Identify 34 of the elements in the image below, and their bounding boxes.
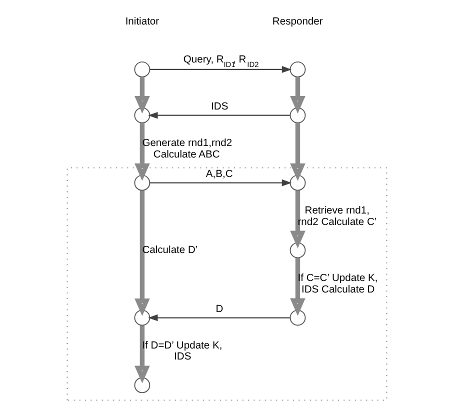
node-circle xyxy=(289,107,306,124)
edge-label: D xyxy=(215,304,223,315)
node-circle xyxy=(289,310,306,326)
label: Responder xyxy=(272,16,322,28)
arrow xyxy=(290,77,305,114)
node-circle xyxy=(289,61,306,78)
arrow xyxy=(290,258,305,316)
node-circle xyxy=(134,174,150,191)
arrow xyxy=(134,190,150,316)
node-circle xyxy=(134,61,150,78)
edge-label: Generate rnd1,rnd2 Calculate ABC xyxy=(142,138,232,160)
edge-label: Retrieve rnd1, rnd2 Calculate C’ xyxy=(297,206,376,228)
arrow xyxy=(134,77,150,114)
arrow xyxy=(149,179,292,186)
edge-label: Query, R$_{ID1}$, R$_{ID2}$ xyxy=(182,54,258,70)
arrow xyxy=(148,112,290,119)
arrow xyxy=(290,190,305,248)
edge-label: If C=C’ Update K, IDS Calculate D xyxy=(297,273,378,296)
arrow xyxy=(149,66,292,73)
cluster xyxy=(66,167,387,401)
node-circle xyxy=(134,377,150,394)
node-circle xyxy=(134,107,150,124)
edge-label: IDS xyxy=(210,102,228,113)
arrow xyxy=(134,123,150,181)
edge-label: Calculate D’ xyxy=(142,244,198,256)
arrow xyxy=(290,123,305,181)
arrow xyxy=(134,325,150,384)
node-circle xyxy=(289,174,306,191)
edge-label: A,B,C xyxy=(205,169,232,180)
node-circle xyxy=(289,242,306,258)
node-circle xyxy=(134,310,150,326)
label: Initiator xyxy=(124,16,159,28)
edge-label: If D=D’ Update K, IDS xyxy=(142,340,222,363)
arrow xyxy=(148,314,290,322)
